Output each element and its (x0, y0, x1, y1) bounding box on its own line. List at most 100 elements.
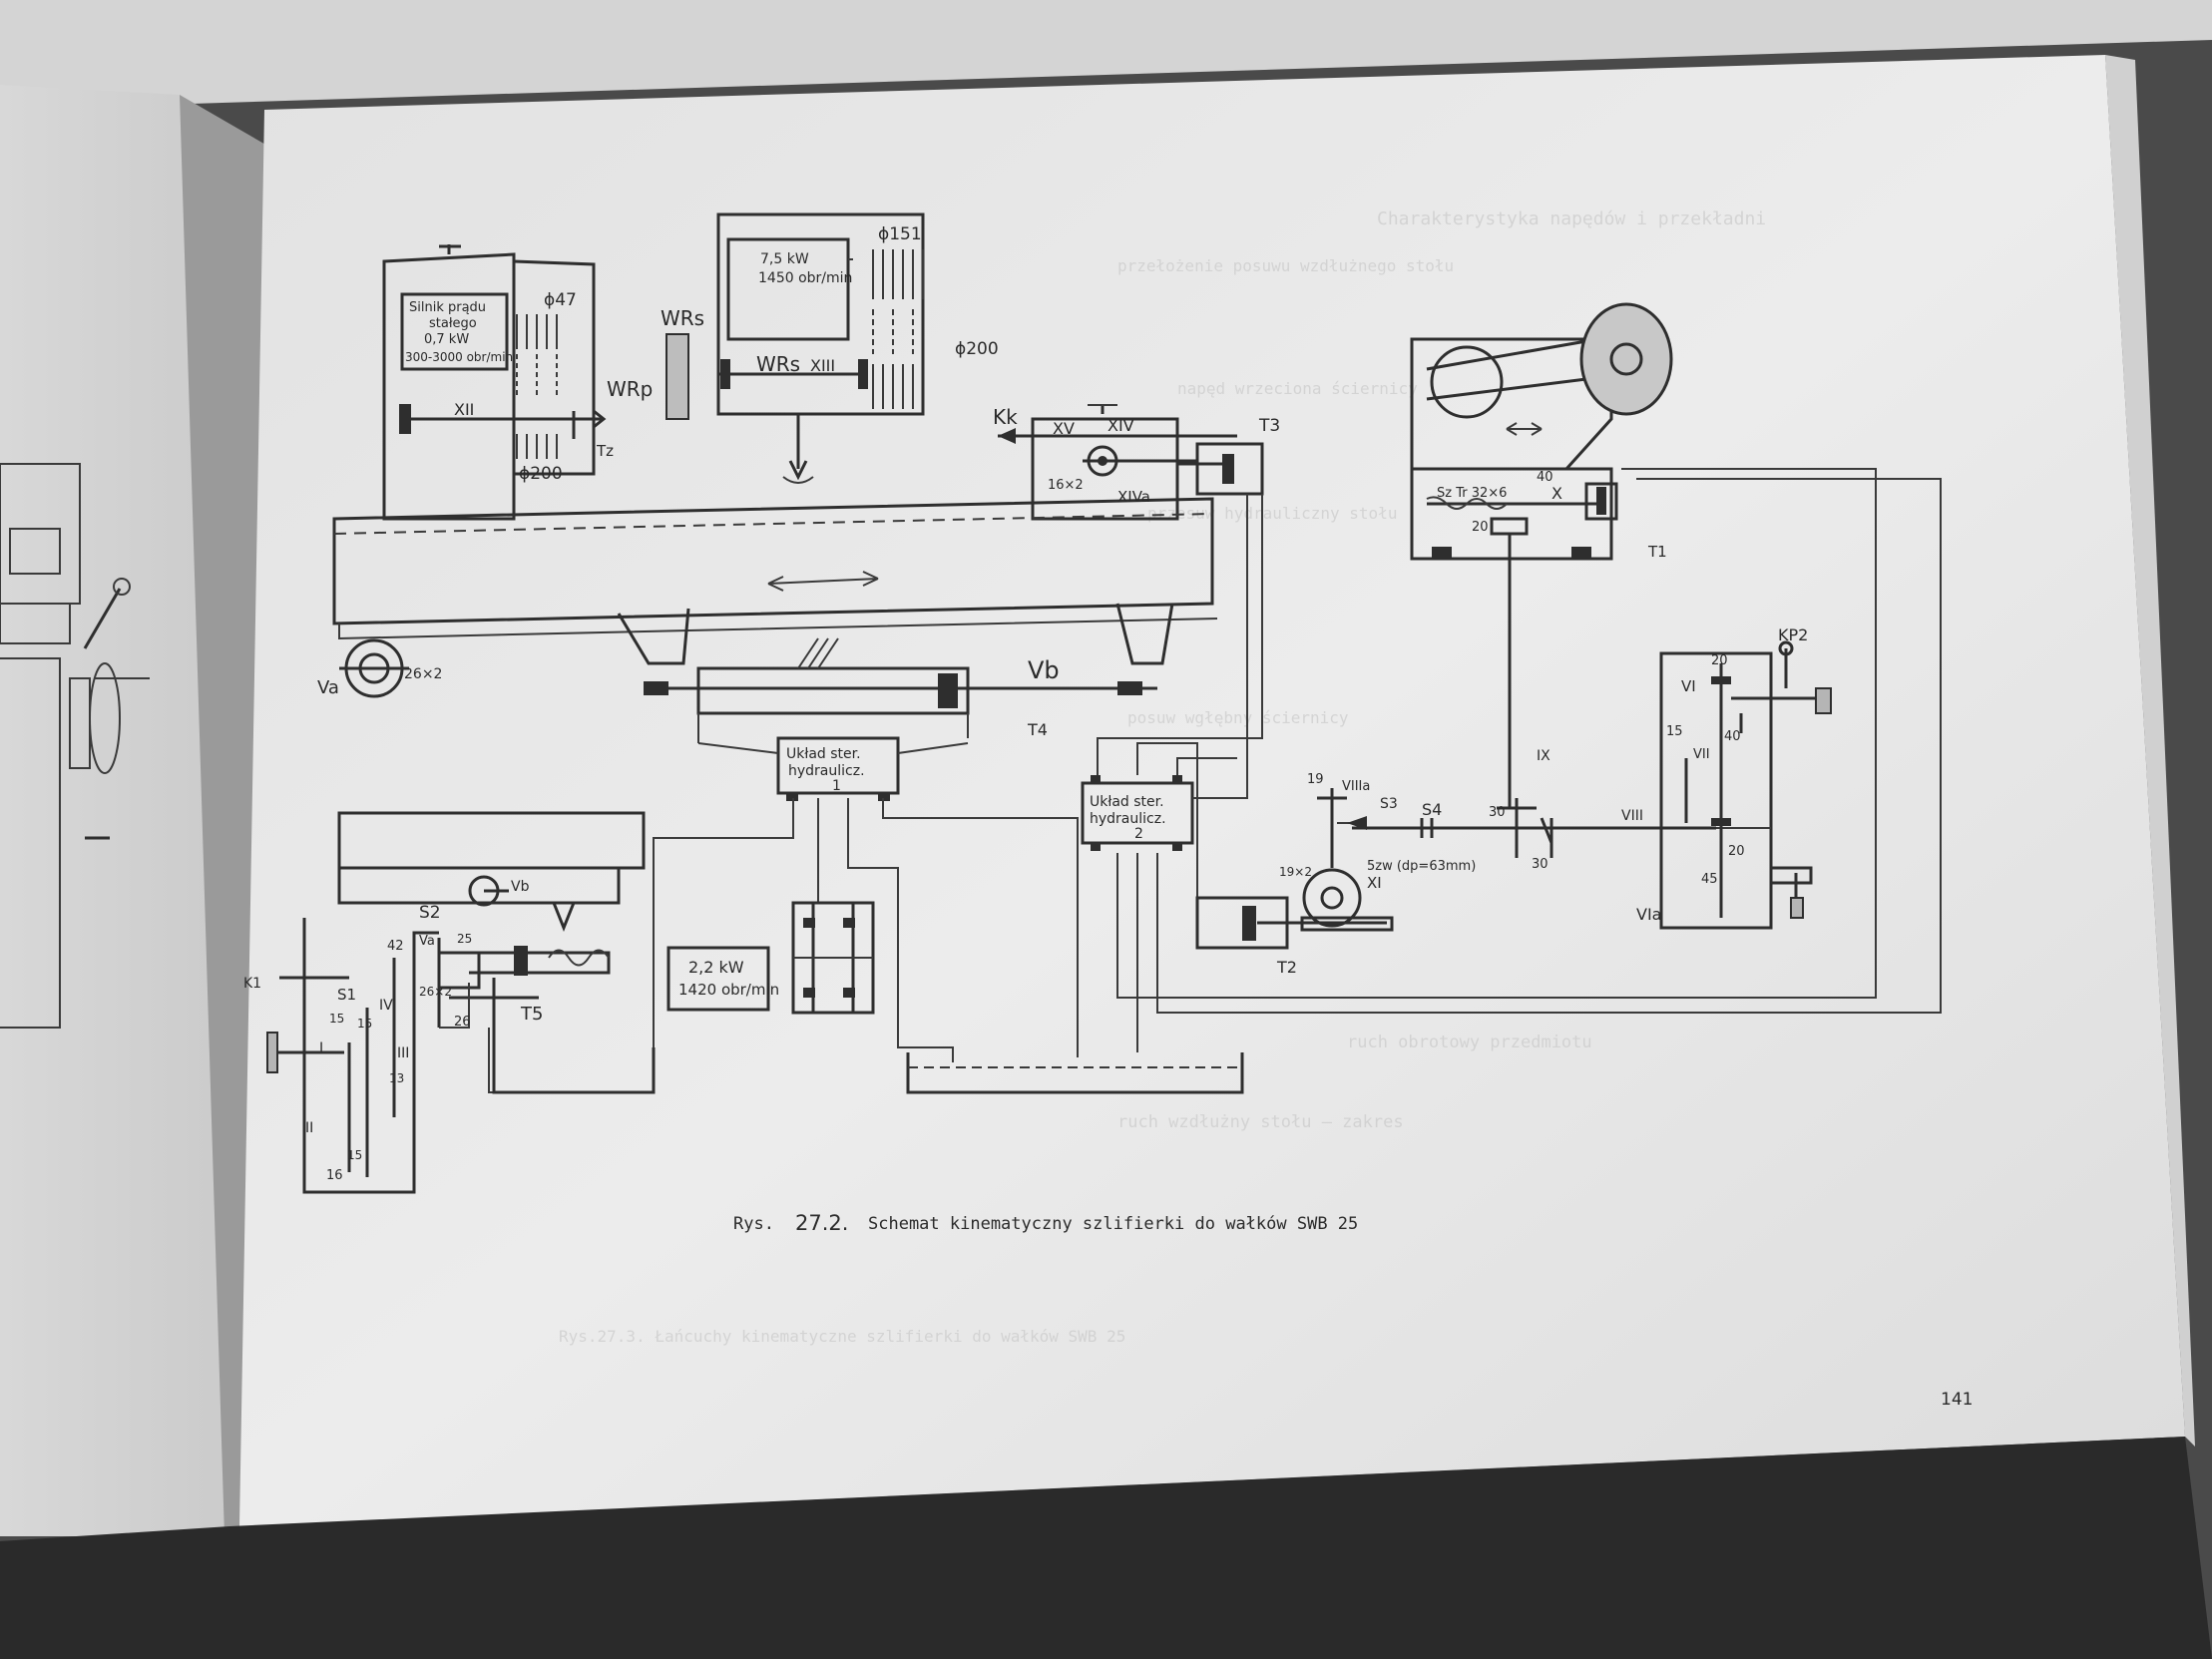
label-hyd1-1: Układ ster. (786, 746, 861, 762)
label-vb-small: Vb (511, 879, 530, 895)
label-motor-main-4: 300-3000 obr/min (405, 350, 513, 364)
infeed-cylinder-t2 (1195, 788, 1394, 950)
pump-motor-box (666, 946, 770, 1012)
right-page (239, 55, 2185, 1526)
svg-text:posuw wgłębny ściernicy: posuw wgłębny ściernicy (1127, 708, 1349, 727)
label-k1: K1 (243, 976, 261, 992)
label-va: Va (317, 677, 339, 698)
label-n25: 25 (457, 932, 472, 946)
label-n42: 42 (387, 939, 404, 954)
label-n20a: 20 (1472, 520, 1489, 535)
label-shaft-iv: IV (379, 998, 393, 1014)
workhead-unit (382, 244, 607, 521)
label-s1: S1 (337, 986, 356, 1004)
label-t5: T5 (520, 1004, 543, 1025)
label-hyd2-1: Układ ster. (1090, 794, 1164, 810)
workhead-motor-box (400, 292, 509, 371)
label-wrp: WRp (607, 377, 653, 401)
label-gear-26x2a: 26×2 (404, 666, 442, 682)
handwheel-kp2 (1815, 687, 1832, 714)
label-n45: 45 (1701, 872, 1718, 887)
label-hyd1-2: hydraulicz. (788, 763, 865, 779)
label-worm-5zw: 5zw (dp=63mm) (1367, 859, 1476, 874)
label-t3: T3 (1258, 416, 1280, 436)
label-vb: Vb (1028, 656, 1060, 684)
kinematic-diagram: Silnik prądu stałego 0,7 kW 300-3000 obr… (243, 212, 1942, 1194)
left-page-drawing (0, 463, 150, 1029)
label-d47: ϕ47 (544, 290, 577, 310)
label-n40a: 40 (1537, 470, 1553, 485)
label-shaft-xiva: XIVa (1117, 488, 1150, 506)
label-screw: Sz Tr 32×6 (1437, 486, 1507, 501)
label-n16: 16 (326, 1168, 343, 1183)
label-kp2: KP2 (1778, 625, 1808, 644)
label-d151: ϕ151 (878, 224, 922, 244)
label-shaft-viiia: VIIIa (1342, 779, 1370, 794)
grinding-wheel (1579, 302, 1673, 416)
label-n30a: 30 (1489, 805, 1506, 820)
label-shaft-ix: IX (1537, 748, 1550, 764)
machine-bed (332, 497, 1218, 698)
label-d200a: ϕ200 (519, 464, 563, 484)
label-wrs-mid: WRs (756, 352, 800, 376)
caption-text: Schemat kinematyczny szlifierki do wałkó… (868, 1214, 1358, 1234)
caption-prefix: Rys. (733, 1214, 774, 1234)
grinding-motor-box (726, 237, 850, 341)
hydraulic-unit-2 (1081, 468, 1942, 1052)
label-t4: T4 (1027, 720, 1048, 739)
label-hyd1-3: 1 (832, 778, 841, 794)
label-shaft-xiii: XIII (810, 356, 835, 375)
label-n30b: 30 (1532, 857, 1548, 872)
label-n26: 26 (454, 1015, 471, 1030)
oil-tank (906, 1052, 1244, 1094)
label-n15a: 15 (1666, 724, 1683, 739)
label-shaft-xv: XV (1053, 419, 1075, 438)
label-pump-power: 2,2 kW (688, 958, 744, 977)
caption-number: 27.2. (795, 1211, 848, 1235)
label-d200b: ϕ200 (955, 339, 999, 359)
svg-text:napęd wrzeciona ściernicy: napęd wrzeciona ściernicy (1177, 379, 1418, 398)
svg-text:ruch obrotowy przedmiotu: ruch obrotowy przedmiotu (1347, 1033, 1592, 1052)
svg-text:przesuw hydrauliczny stołu: przesuw hydrauliczny stołu (1147, 504, 1397, 523)
worm-wheel (1302, 868, 1362, 928)
cross-slide-unit (998, 404, 1264, 521)
label-shaft-iii: III (397, 1045, 409, 1061)
figure-caption: Rys. 27.2. Schemat kinematyczny szlifier… (733, 1211, 1358, 1235)
feed-gearbox (1659, 640, 1832, 930)
label-n20b: 20 (1711, 653, 1728, 668)
table-feed-gearbox (266, 811, 656, 1194)
label-n15b: 15 (329, 1012, 344, 1026)
label-worm-19x2: 19×2 (1279, 865, 1312, 879)
label-motor-main-2: stałego (429, 316, 477, 331)
diagram-labels: Silnik prądu stałego 0,7 kW 300-3000 obr… (243, 224, 1808, 1183)
svg-text:ruch wzdłużny stołu — zakres: ruch wzdłużny stołu — zakres (1117, 1112, 1404, 1132)
label-shaft-xii: XII (454, 400, 474, 419)
label-gear-16x2: 16×2 (1048, 478, 1084, 493)
svg-text:przełożenie posuwu wzdłużnego: przełożenie posuwu wzdłużnego stołu (1117, 256, 1454, 275)
label-shaft-vii: VII (1693, 747, 1710, 762)
label-hyd2-3: 2 (1134, 826, 1143, 842)
label-kk: Kk (993, 405, 1018, 429)
hydraulic-unit-1 (488, 736, 1079, 1093)
label-motor-main-1: Silnik prądu (409, 300, 486, 315)
label-grind-speed: 1450 obr/min (758, 270, 852, 286)
bleed-through: Charakterystyka napędów i przekładni prz… (559, 208, 1766, 1346)
label-wrs-top: WRs (661, 306, 704, 330)
page-number: 141 (1941, 1390, 1973, 1410)
cylinder-t1 (1584, 482, 1618, 521)
label-n15c: 15 (357, 1017, 372, 1031)
hydraulic-pump (666, 901, 875, 1015)
grinding-head-unit (665, 212, 925, 484)
label-shaft-i: I (319, 1040, 323, 1056)
wrs-brake-block (665, 333, 689, 420)
label-tz: Tz (596, 442, 614, 460)
svg-text:Rys.27.3. Łańcuchy kinematyczn: Rys.27.3. Łańcuchy kinematyczne szlifier… (559, 1327, 1125, 1346)
label-shaft-xiv: XIV (1107, 416, 1134, 435)
label-motor-main-3: 0,7 kW (424, 332, 469, 347)
label-t2: T2 (1276, 958, 1297, 977)
label-n13: 13 (389, 1071, 404, 1085)
label-va-small: Va (419, 934, 435, 949)
label-shaft-xi: XI (1367, 874, 1382, 892)
label-shaft-x: X (1551, 484, 1562, 503)
wheelhead-feed-unit (1410, 302, 1673, 808)
